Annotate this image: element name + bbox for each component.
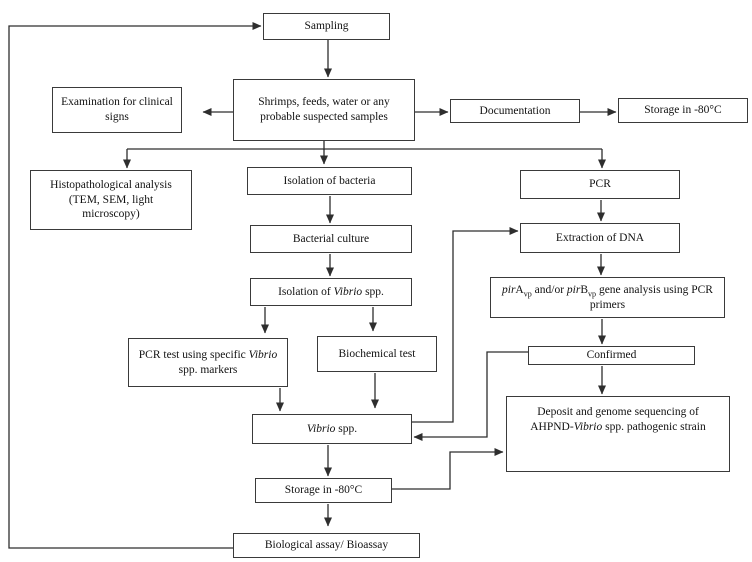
node-pcr: PCR: [520, 170, 680, 199]
node-biochemical-test: Biochemical test: [317, 336, 437, 372]
node-isolation-of-vibrio: Isolation of Vibrio spp.: [250, 278, 412, 306]
node-storage-minus80-bottom: Storage in -80°C: [255, 478, 392, 503]
edge-confirmed-to-vibrio: [413, 351, 528, 441]
edge-bioassay-to-sampling: [8, 22, 262, 549]
edge-storage-bottom-to-deposit: [392, 448, 504, 490]
node-biological-assay: Biological assay/ Bioassay: [233, 533, 420, 558]
node-extraction-of-dna: Extraction of DNA: [520, 223, 680, 253]
node-storage-minus80-top: Storage in -80°C: [618, 98, 748, 123]
node-histopathological-analysis: Histopathological analysis(TEM, SEM, lig…: [30, 170, 192, 230]
node-pir-gene-analysis: pirAvp and/or pirBvp gene analysis using…: [490, 277, 725, 318]
node-vibrio-spp: Vibrio spp.: [252, 414, 412, 444]
edge-vibrio-to-extraction: [412, 227, 519, 423]
node-sampling: Sampling: [263, 13, 390, 40]
node-bacterial-culture: Bacterial culture: [250, 225, 412, 253]
node-confirmed: Confirmed: [528, 346, 695, 365]
node-isolation-of-bacteria: Isolation of bacteria: [247, 167, 412, 195]
node-documentation: Documentation: [450, 99, 580, 123]
